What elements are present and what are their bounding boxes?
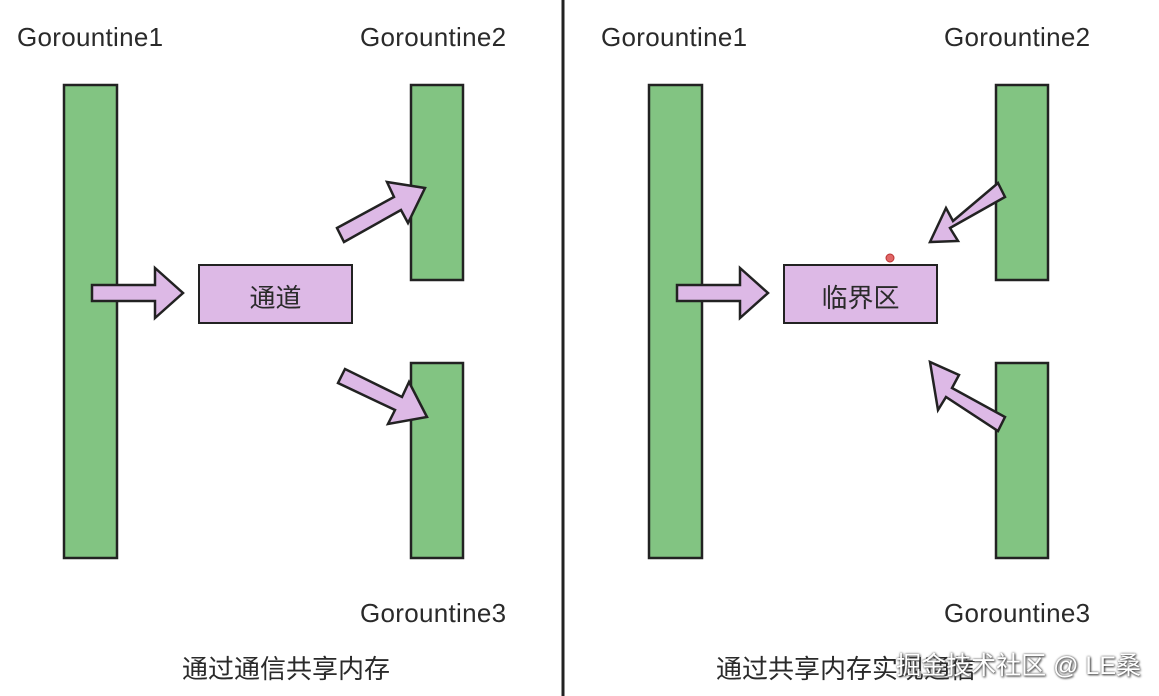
left-arrow-to-goroutine2 [335, 180, 427, 244]
right-arrow-g2-to-critical-section [927, 181, 1007, 244]
left-arrow-g1-to-channel [90, 265, 185, 321]
cursor-dot [885, 253, 895, 263]
left-goroutine1-bar [62, 83, 119, 560]
left-goroutine2-bar [409, 83, 465, 282]
left-goroutine1-label: Gorountine1 [17, 22, 164, 52]
right-arrow-g3-to-critical-section [928, 359, 1007, 433]
right-goroutine3-label: Gorountine3 [944, 598, 1091, 628]
right-critical-section-label: 临界区 [821, 283, 900, 313]
right-goroutine1-bar [647, 83, 704, 560]
left-goroutine3-bar [409, 361, 465, 560]
right-goroutine2-bar [994, 83, 1050, 282]
right-arrow-g1-to-critical-section [675, 265, 770, 321]
left-goroutine3-label: Gorountine3 [360, 598, 507, 628]
left-caption: 通过通信共享内存 [182, 654, 391, 684]
right-goroutine3-bar [994, 361, 1050, 560]
left-goroutine2-label: Gorountine2 [360, 22, 507, 52]
left-channel-label: 通道 [249, 283, 302, 313]
right-critical-section-box [783, 264, 938, 324]
left-arrow-to-goroutine3 [336, 367, 429, 426]
right-goroutine2-label: Gorountine2 [944, 22, 1091, 52]
watermark: 掘金技术社区 @ LE桑 [896, 652, 1141, 680]
left-channel-box [198, 264, 353, 324]
right-goroutine1-label: Gorountine1 [601, 22, 748, 52]
right-caption: 通过共享内存实现通信 [716, 654, 977, 684]
